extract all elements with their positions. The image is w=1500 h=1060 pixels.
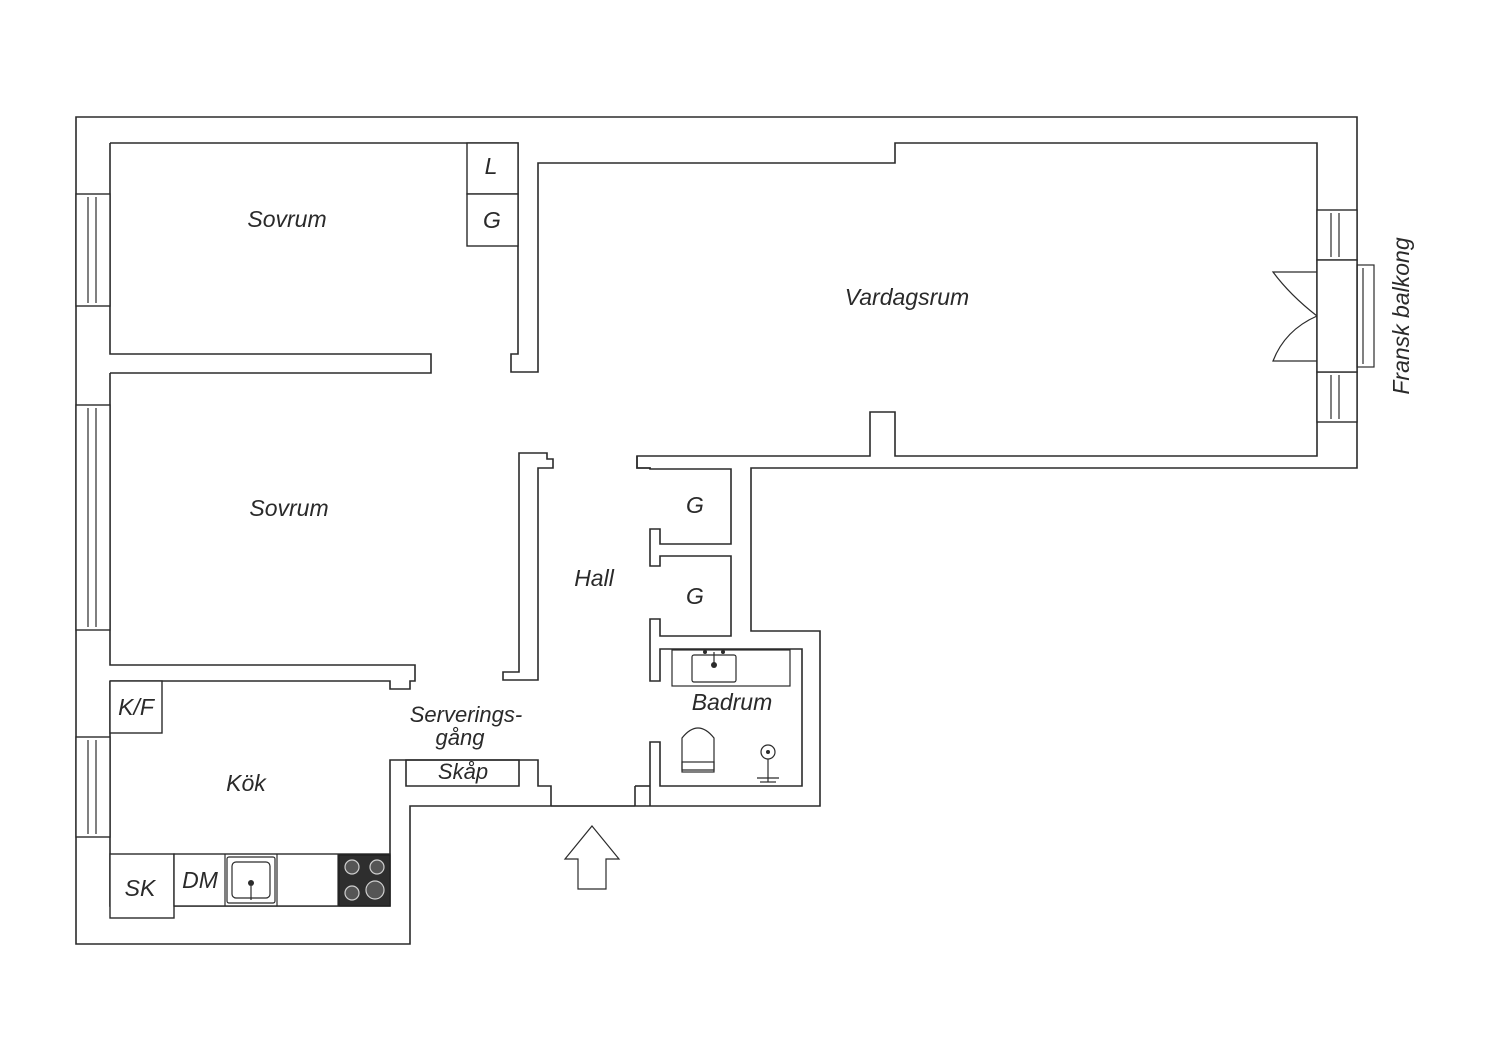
bedroom-upper-bottom bbox=[109, 143, 432, 374]
hall-left-wall bbox=[502, 452, 554, 681]
hall-right-wall bbox=[636, 456, 803, 806]
label-dm: DM bbox=[182, 867, 219, 893]
window-right-1 bbox=[1316, 209, 1358, 261]
window-left-2 bbox=[75, 404, 111, 631]
label-skap: Skåp bbox=[438, 759, 488, 784]
closet-g-bedroom bbox=[466, 193, 519, 247]
label-badrum: Badrum bbox=[692, 689, 773, 715]
sk-cabinet bbox=[109, 853, 175, 919]
entrance-arrow-icon bbox=[563, 825, 621, 890]
window-left-3 bbox=[75, 736, 111, 838]
shower-icon bbox=[757, 744, 779, 783]
window-left-1 bbox=[75, 193, 111, 307]
sink-icon bbox=[226, 856, 276, 904]
window-right-2 bbox=[1316, 371, 1358, 423]
label-vardagsrum: Vardagsrum bbox=[845, 284, 969, 310]
label-serveringsgang-2: gång bbox=[436, 725, 486, 750]
label-serveringsgang-1: Serverings- bbox=[410, 702, 522, 727]
label-closet-l: L bbox=[485, 153, 498, 179]
service-corridor-wall bbox=[405, 759, 520, 787]
bedroom-upper-wall bbox=[110, 142, 1318, 469]
label-closet-g-hall-2: G bbox=[686, 583, 704, 609]
label-sk: SK bbox=[125, 875, 157, 901]
washbasin-icon bbox=[671, 649, 791, 687]
label-closet-g-bedroom: G bbox=[483, 207, 501, 233]
toilet-icon bbox=[681, 727, 715, 773]
outer-wall bbox=[75, 116, 1358, 945]
label-closet-g-hall-1: G bbox=[686, 492, 704, 518]
french-balcony-door bbox=[1271, 259, 1375, 373]
bedroom-lower-wall bbox=[109, 373, 416, 690]
label-sovrum-lower: Sovrum bbox=[249, 495, 328, 521]
label-sovrum-upper: Sovrum bbox=[247, 206, 326, 232]
label-fransk-balkong: Fransk balkong bbox=[1388, 237, 1414, 394]
label-kf: K/F bbox=[118, 694, 156, 720]
stove-icon bbox=[338, 854, 391, 907]
label-kok: Kök bbox=[226, 770, 267, 796]
kf-cabinet bbox=[109, 680, 163, 734]
label-hall: Hall bbox=[574, 565, 615, 591]
